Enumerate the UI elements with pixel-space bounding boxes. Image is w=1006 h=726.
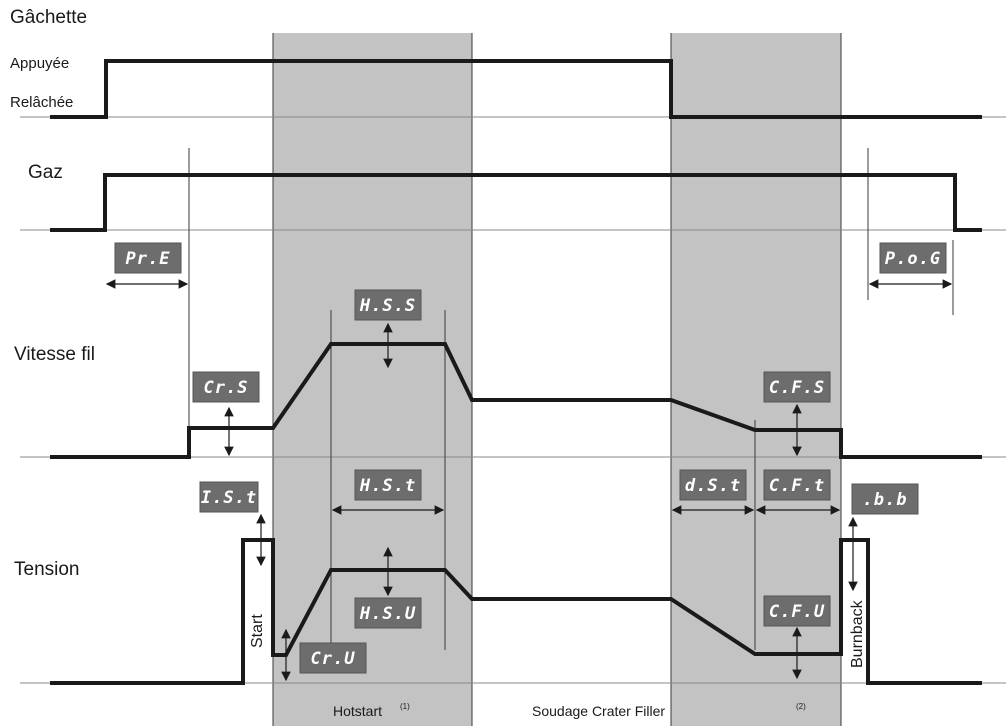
gas-signal	[50, 173, 982, 232]
badge-pre: Pr.E	[114, 242, 182, 274]
wire-speed-label: Vitesse fil	[14, 344, 95, 365]
trigger-pressed-label: Appuyée	[10, 55, 69, 72]
badge-hss: H.S.S	[354, 289, 422, 321]
badge-ist: I.S.t	[199, 481, 259, 513]
voltage-signal	[50, 538, 982, 685]
badge-pog-text: P.o.G	[885, 249, 941, 269]
burnback-label: Burnback	[849, 599, 866, 668]
badge-dst: d.S.t	[679, 469, 747, 501]
badge-hsu: H.S.U	[354, 597, 422, 629]
badge-crs: Cr.S	[192, 371, 260, 403]
start-label: Start	[249, 614, 266, 648]
badge-cfs-text: C.F.S	[769, 378, 825, 398]
badge-cru: Cr.U	[299, 642, 367, 674]
badge-hss-text: H.S.S	[359, 296, 416, 316]
badge-bb: .b.b	[851, 483, 919, 515]
badge-hst-text: H.S.t	[359, 476, 416, 496]
badge-cft: C.F.t	[763, 469, 831, 501]
badge-crs-text: Cr.S	[204, 378, 249, 398]
badge-cfs: C.F.S	[763, 371, 831, 403]
badge-pog: P.o.G	[879, 242, 947, 274]
badge-pre-text: Pr.E	[126, 249, 171, 269]
badge-cru-text: Cr.U	[311, 649, 356, 669]
footer-crater-note: (2)	[796, 702, 806, 711]
badge-hst: H.S.t	[354, 469, 422, 501]
badge-cft-text: C.F.t	[769, 476, 825, 496]
wire-speed-signal	[50, 342, 982, 459]
footer-hotstart-label: Hotstart	[333, 703, 382, 719]
badge-hsu-text: H.S.U	[359, 604, 416, 624]
badge-bb-text: .b.b	[863, 490, 908, 510]
badge-cfu: C.F.U	[763, 595, 831, 627]
voltage-label: Tension	[14, 559, 80, 580]
trigger-released-label: Relâchée	[10, 94, 73, 111]
trigger-signal	[50, 59, 982, 119]
badge-cfu-text: C.F.U	[769, 602, 825, 622]
footer-hotstart-note: (1)	[400, 702, 410, 711]
trigger-label: Gâchette	[10, 7, 87, 28]
badge-dst-text: d.S.t	[685, 476, 741, 496]
gas-label: Gaz	[28, 162, 63, 183]
footer-middle-label: Soudage Crater Filler	[532, 703, 665, 719]
badge-ist-text: I.S.t	[201, 488, 257, 508]
